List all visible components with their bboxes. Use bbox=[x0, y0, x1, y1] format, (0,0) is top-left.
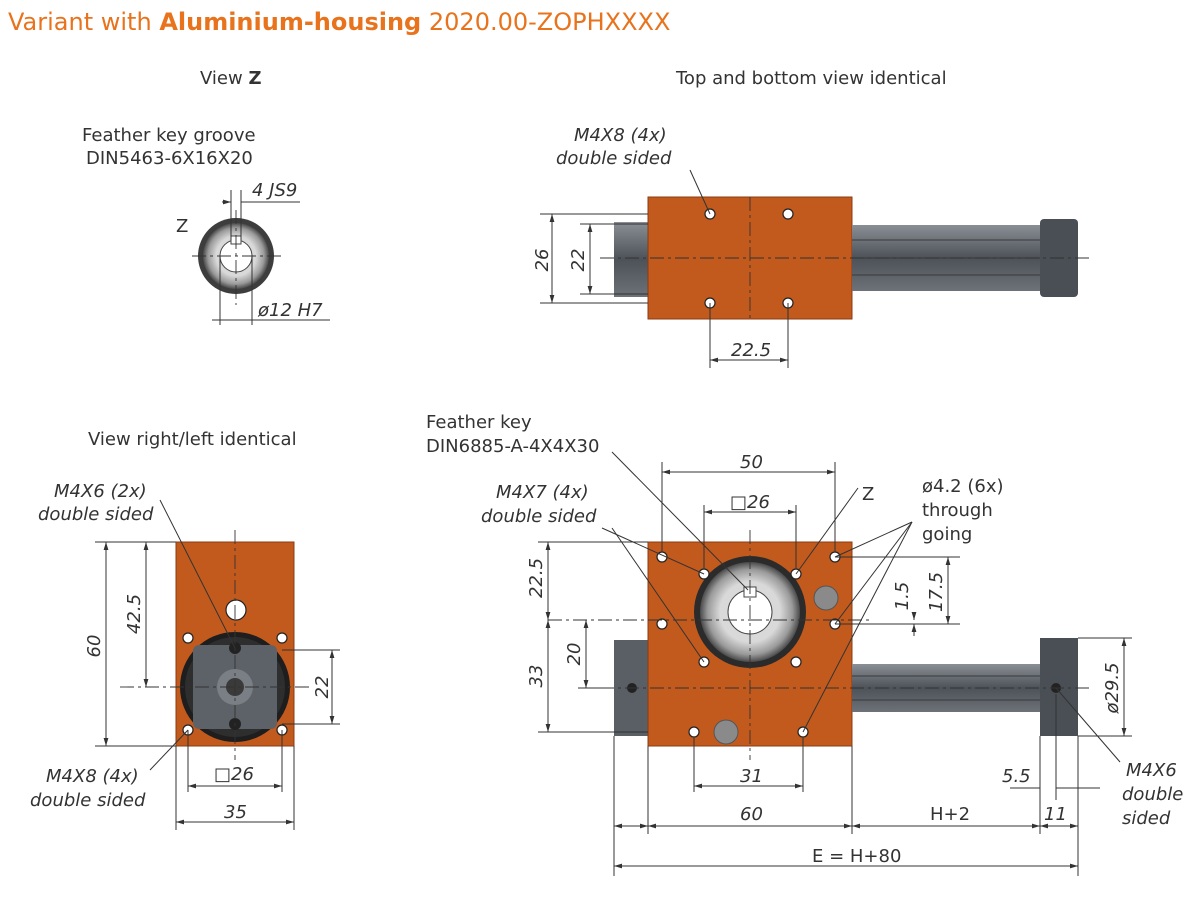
through-hole-sub2: going bbox=[922, 524, 972, 545]
top-view-part bbox=[540, 169, 1090, 368]
dim-front-33: 33 bbox=[526, 665, 547, 688]
dim-js9: 4 JS9 bbox=[252, 180, 297, 201]
dim-front-22-5: 22.5 bbox=[526, 558, 547, 598]
top-view-heading: Top and bottom view identical bbox=[675, 68, 947, 89]
dim-top-22-5: 22.5 bbox=[731, 340, 771, 361]
front-view-part bbox=[538, 451, 1132, 876]
dim-side-60: 60 bbox=[84, 635, 105, 658]
m4x7-sub: double sided bbox=[481, 506, 597, 527]
dim-side-35: 35 bbox=[224, 802, 247, 823]
dim-front-60: 60 bbox=[740, 804, 763, 825]
m4x8-top-label: M4X8 (4x) bbox=[574, 125, 667, 146]
shaft-end-view bbox=[192, 190, 330, 325]
m4x6-right-label: M4X6 bbox=[1126, 760, 1177, 781]
dim-front-1-5: 1.5 bbox=[892, 582, 913, 611]
dim-front-h-plus-2: H+2 bbox=[930, 804, 970, 825]
feather-key-groove-standard: DIN5463-6X16X20 bbox=[86, 148, 253, 169]
dim-side-42-5: 42.5 bbox=[124, 594, 145, 634]
m4x7-label: M4X7 (4x) bbox=[496, 482, 589, 503]
view-z-prefix: View bbox=[200, 68, 248, 89]
through-hole-sub1: through bbox=[922, 500, 993, 521]
dim-front-31: 31 bbox=[740, 766, 763, 787]
feather-key-standard: DIN6885-A-4X4X30 bbox=[426, 436, 599, 457]
through-hole-label: ø4.2 (6x) bbox=[922, 476, 1004, 497]
m4x8-top-sub: double sided bbox=[556, 148, 672, 169]
dim-front-5-5: 5.5 bbox=[1002, 766, 1031, 787]
view-z-letter: Z bbox=[248, 68, 261, 89]
dim-front-11: 11 bbox=[1044, 804, 1067, 825]
dim-top-22: 22 bbox=[568, 249, 589, 272]
m4x6-2x-label: M4X6 (2x) bbox=[54, 481, 147, 502]
title-bold: Aluminium-housing bbox=[159, 8, 421, 36]
dim-h7: ø12 H7 bbox=[257, 300, 323, 321]
dim-front-20: 20 bbox=[564, 643, 585, 666]
m4x6-right-sub1: double bbox=[1122, 784, 1183, 805]
view-z-letter-marker: Z bbox=[176, 216, 188, 237]
title-prefix: Variant with bbox=[8, 8, 159, 36]
dim-front-17-5: 17.5 bbox=[926, 572, 947, 612]
m4x8-side-label: M4X8 (4x) bbox=[46, 766, 139, 787]
dim-top-26: 26 bbox=[532, 249, 553, 272]
dim-front-50: 50 bbox=[740, 452, 763, 473]
z-view-marker: Z bbox=[862, 484, 874, 505]
page-title: Variant with Aluminium-housing 2020.00-Z… bbox=[8, 8, 670, 36]
view-z-heading: View Z bbox=[200, 68, 262, 89]
dim-front-square-26: □26 bbox=[730, 492, 770, 513]
feather-key-label: Feather key bbox=[426, 412, 532, 433]
side-view-heading: View right/left identical bbox=[88, 429, 297, 450]
dim-front-e: E = H+80 bbox=[812, 846, 901, 867]
dim-front-diameter-29-5: ø29.5 bbox=[1102, 662, 1123, 714]
m4x8-side-sub: double sided bbox=[30, 790, 146, 811]
m4x6-right-sub2: sided bbox=[1122, 808, 1171, 829]
dim-side-square-26: □26 bbox=[214, 764, 254, 785]
dim-side-22: 22 bbox=[312, 676, 333, 699]
m4x6-2x-sub: double sided bbox=[38, 504, 154, 525]
title-suffix: 2020.00-ZOPHXXXX bbox=[421, 8, 670, 36]
feather-key-groove-label: Feather key groove bbox=[82, 125, 256, 146]
side-view-part bbox=[95, 499, 340, 830]
